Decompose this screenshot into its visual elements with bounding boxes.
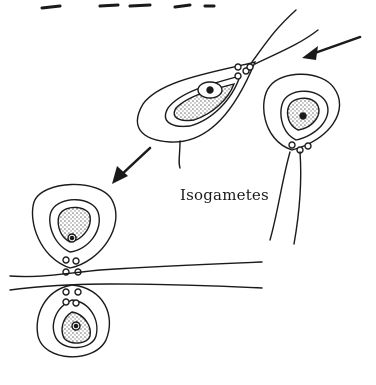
arrow-middle xyxy=(120,148,150,176)
cropped-top-text xyxy=(42,5,214,8)
gamete-upper-right xyxy=(264,74,340,153)
gamete-pair-top xyxy=(33,184,116,275)
isogametes-label: Isogametes xyxy=(180,186,269,204)
gamete-upper-left xyxy=(137,62,255,142)
arrow-upper xyxy=(312,37,360,54)
flagella-upper-right xyxy=(270,152,301,244)
arrow-middle-head xyxy=(112,166,128,184)
arrow-upper-head xyxy=(302,46,318,60)
gamete-pair-bottom xyxy=(37,285,109,357)
flagella-pair xyxy=(10,262,262,290)
